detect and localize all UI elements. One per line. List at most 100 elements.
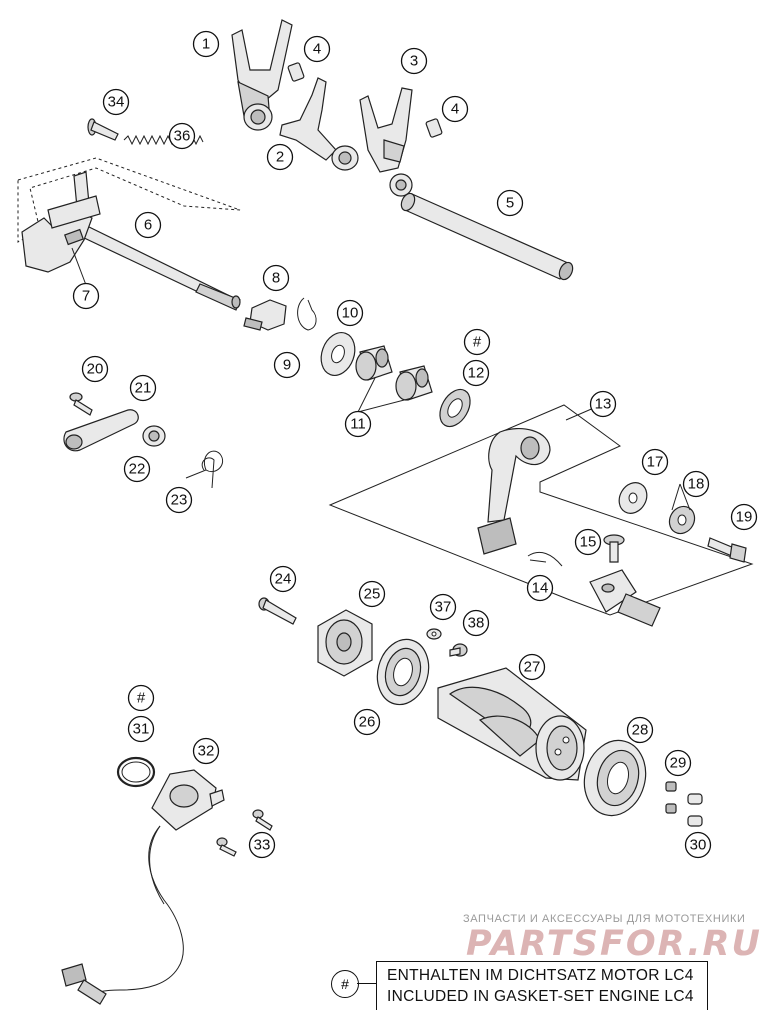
callout-13: 13 bbox=[589, 390, 617, 418]
pin-15 bbox=[603, 534, 625, 563]
callout-18: 18 bbox=[682, 470, 710, 498]
callout-9: 9 bbox=[273, 351, 301, 379]
svg-text:21: 21 bbox=[135, 380, 152, 397]
svg-text:13: 13 bbox=[595, 396, 612, 413]
star-washer-18 bbox=[668, 505, 696, 535]
shift-fork-1 bbox=[231, 19, 293, 131]
circlip-9 bbox=[297, 297, 317, 331]
callout-37: 37 bbox=[429, 593, 457, 621]
callout-17: 17 bbox=[641, 448, 669, 476]
callout-34: 34 bbox=[102, 88, 130, 116]
svg-text:10: 10 bbox=[342, 305, 359, 322]
callout-26: 26 bbox=[353, 708, 381, 736]
o-ring-31 bbox=[116, 756, 156, 788]
spring-23 bbox=[185, 450, 224, 489]
guide-pin-right bbox=[425, 118, 443, 138]
callout-hash-12: # bbox=[463, 328, 491, 356]
svg-text:27: 27 bbox=[524, 659, 541, 676]
svg-text:11: 11 bbox=[350, 416, 366, 433]
pivot-lever-16 bbox=[589, 569, 661, 627]
watermark-tagline: ЗАПЧАСТИ И АКСЕССУАРЫ ДЛЯ МОТОТЕХНИКИ bbox=[463, 913, 746, 925]
pins-30 bbox=[687, 793, 703, 827]
washer-37 bbox=[426, 628, 442, 640]
svg-text:23: 23 bbox=[171, 492, 188, 509]
svg-text:1: 1 bbox=[202, 36, 210, 53]
gear-sensor-32 bbox=[61, 769, 225, 1005]
screw-24 bbox=[258, 597, 297, 625]
callout-30: 30 bbox=[684, 831, 712, 859]
callout-7: 7 bbox=[72, 282, 100, 310]
svg-text:33: 33 bbox=[254, 837, 271, 854]
svg-text:6: 6 bbox=[144, 217, 152, 234]
set-screws-29 bbox=[665, 781, 677, 814]
svg-text:32: 32 bbox=[198, 743, 215, 760]
shift-drum-27 bbox=[437, 667, 587, 781]
washer-17 bbox=[618, 482, 648, 514]
svg-text:14: 14 bbox=[532, 580, 549, 597]
shift-fork-2 bbox=[279, 77, 359, 171]
svg-text:30: 30 bbox=[690, 837, 707, 854]
legend-text-en: INCLUDED IN GASKET-SET ENGINE LC4 bbox=[387, 988, 694, 1005]
svg-text:15: 15 bbox=[580, 534, 597, 551]
callout-5: 5 bbox=[496, 189, 524, 217]
svg-text:20: 20 bbox=[87, 361, 104, 378]
callout-1: 1 bbox=[192, 30, 220, 58]
needle-bearing-11a bbox=[355, 345, 393, 381]
bushing-22 bbox=[142, 425, 166, 447]
shift-lever-13 bbox=[477, 428, 551, 555]
watermark-logo: PARTSFOR.RU bbox=[466, 924, 762, 964]
svg-text:8: 8 bbox=[272, 270, 280, 287]
legend-hash-symbol: # bbox=[331, 970, 359, 998]
svg-text:38: 38 bbox=[468, 615, 485, 632]
svg-text:22: 22 bbox=[129, 461, 146, 478]
callout-29: 29 bbox=[664, 749, 692, 777]
svg-text:12: 12 bbox=[468, 365, 485, 382]
callout-2: 2 bbox=[266, 143, 294, 171]
callout-38: 38 bbox=[462, 609, 490, 637]
callout-12: 12 bbox=[462, 359, 490, 387]
svg-text:25: 25 bbox=[364, 586, 381, 603]
assembly-outline-shift-shaft bbox=[17, 157, 241, 243]
callout-10: 10 bbox=[336, 299, 364, 327]
svg-text:24: 24 bbox=[275, 571, 292, 588]
callout-33: 33 bbox=[248, 831, 276, 859]
needle-bearing-11b bbox=[395, 365, 433, 401]
shim-8 bbox=[243, 299, 287, 331]
washer-10 bbox=[320, 332, 356, 376]
callout-6: 6 bbox=[134, 211, 162, 239]
legend-text-de: ENTHALTEN IM DICHTSATZ MOTOR LC4 bbox=[387, 967, 694, 984]
callout-8: 8 bbox=[262, 264, 290, 292]
callout-36: 36 bbox=[168, 122, 196, 150]
callout-20: 20 bbox=[81, 355, 109, 383]
shaft-seal-12 bbox=[439, 388, 471, 428]
locator-25 bbox=[317, 609, 373, 677]
svg-text:29: 29 bbox=[670, 755, 687, 772]
svg-text:36: 36 bbox=[174, 128, 191, 145]
callout-19: 19 bbox=[730, 503, 758, 531]
bearing-26 bbox=[376, 638, 430, 706]
shift-fork-3 bbox=[359, 87, 413, 197]
callout-14: 14 bbox=[526, 574, 554, 602]
svg-text:17: 17 bbox=[647, 454, 664, 471]
screw-38 bbox=[449, 643, 468, 657]
bolt-34 bbox=[87, 118, 119, 141]
callout-22: 22 bbox=[123, 455, 151, 483]
bearing-28 bbox=[583, 739, 647, 817]
callout-28: 28 bbox=[626, 716, 654, 744]
svg-text:26: 26 bbox=[359, 714, 376, 731]
bolt-20 bbox=[69, 392, 93, 416]
callout-15: 15 bbox=[574, 528, 602, 556]
callout-32: 32 bbox=[192, 737, 220, 765]
legend-connector bbox=[357, 983, 377, 984]
callout-4-upper: 4 bbox=[303, 35, 331, 63]
svg-text:3: 3 bbox=[410, 53, 418, 70]
bolt-33-a bbox=[252, 809, 273, 831]
svg-text:19: 19 bbox=[736, 509, 753, 526]
svg-text:34: 34 bbox=[108, 94, 125, 111]
svg-text:#: # bbox=[473, 334, 482, 351]
svg-text:4: 4 bbox=[451, 101, 459, 118]
assembly-outline-lever-group bbox=[328, 404, 754, 616]
shift-shaft-6 bbox=[79, 224, 241, 311]
callout-3: 3 bbox=[400, 47, 428, 75]
